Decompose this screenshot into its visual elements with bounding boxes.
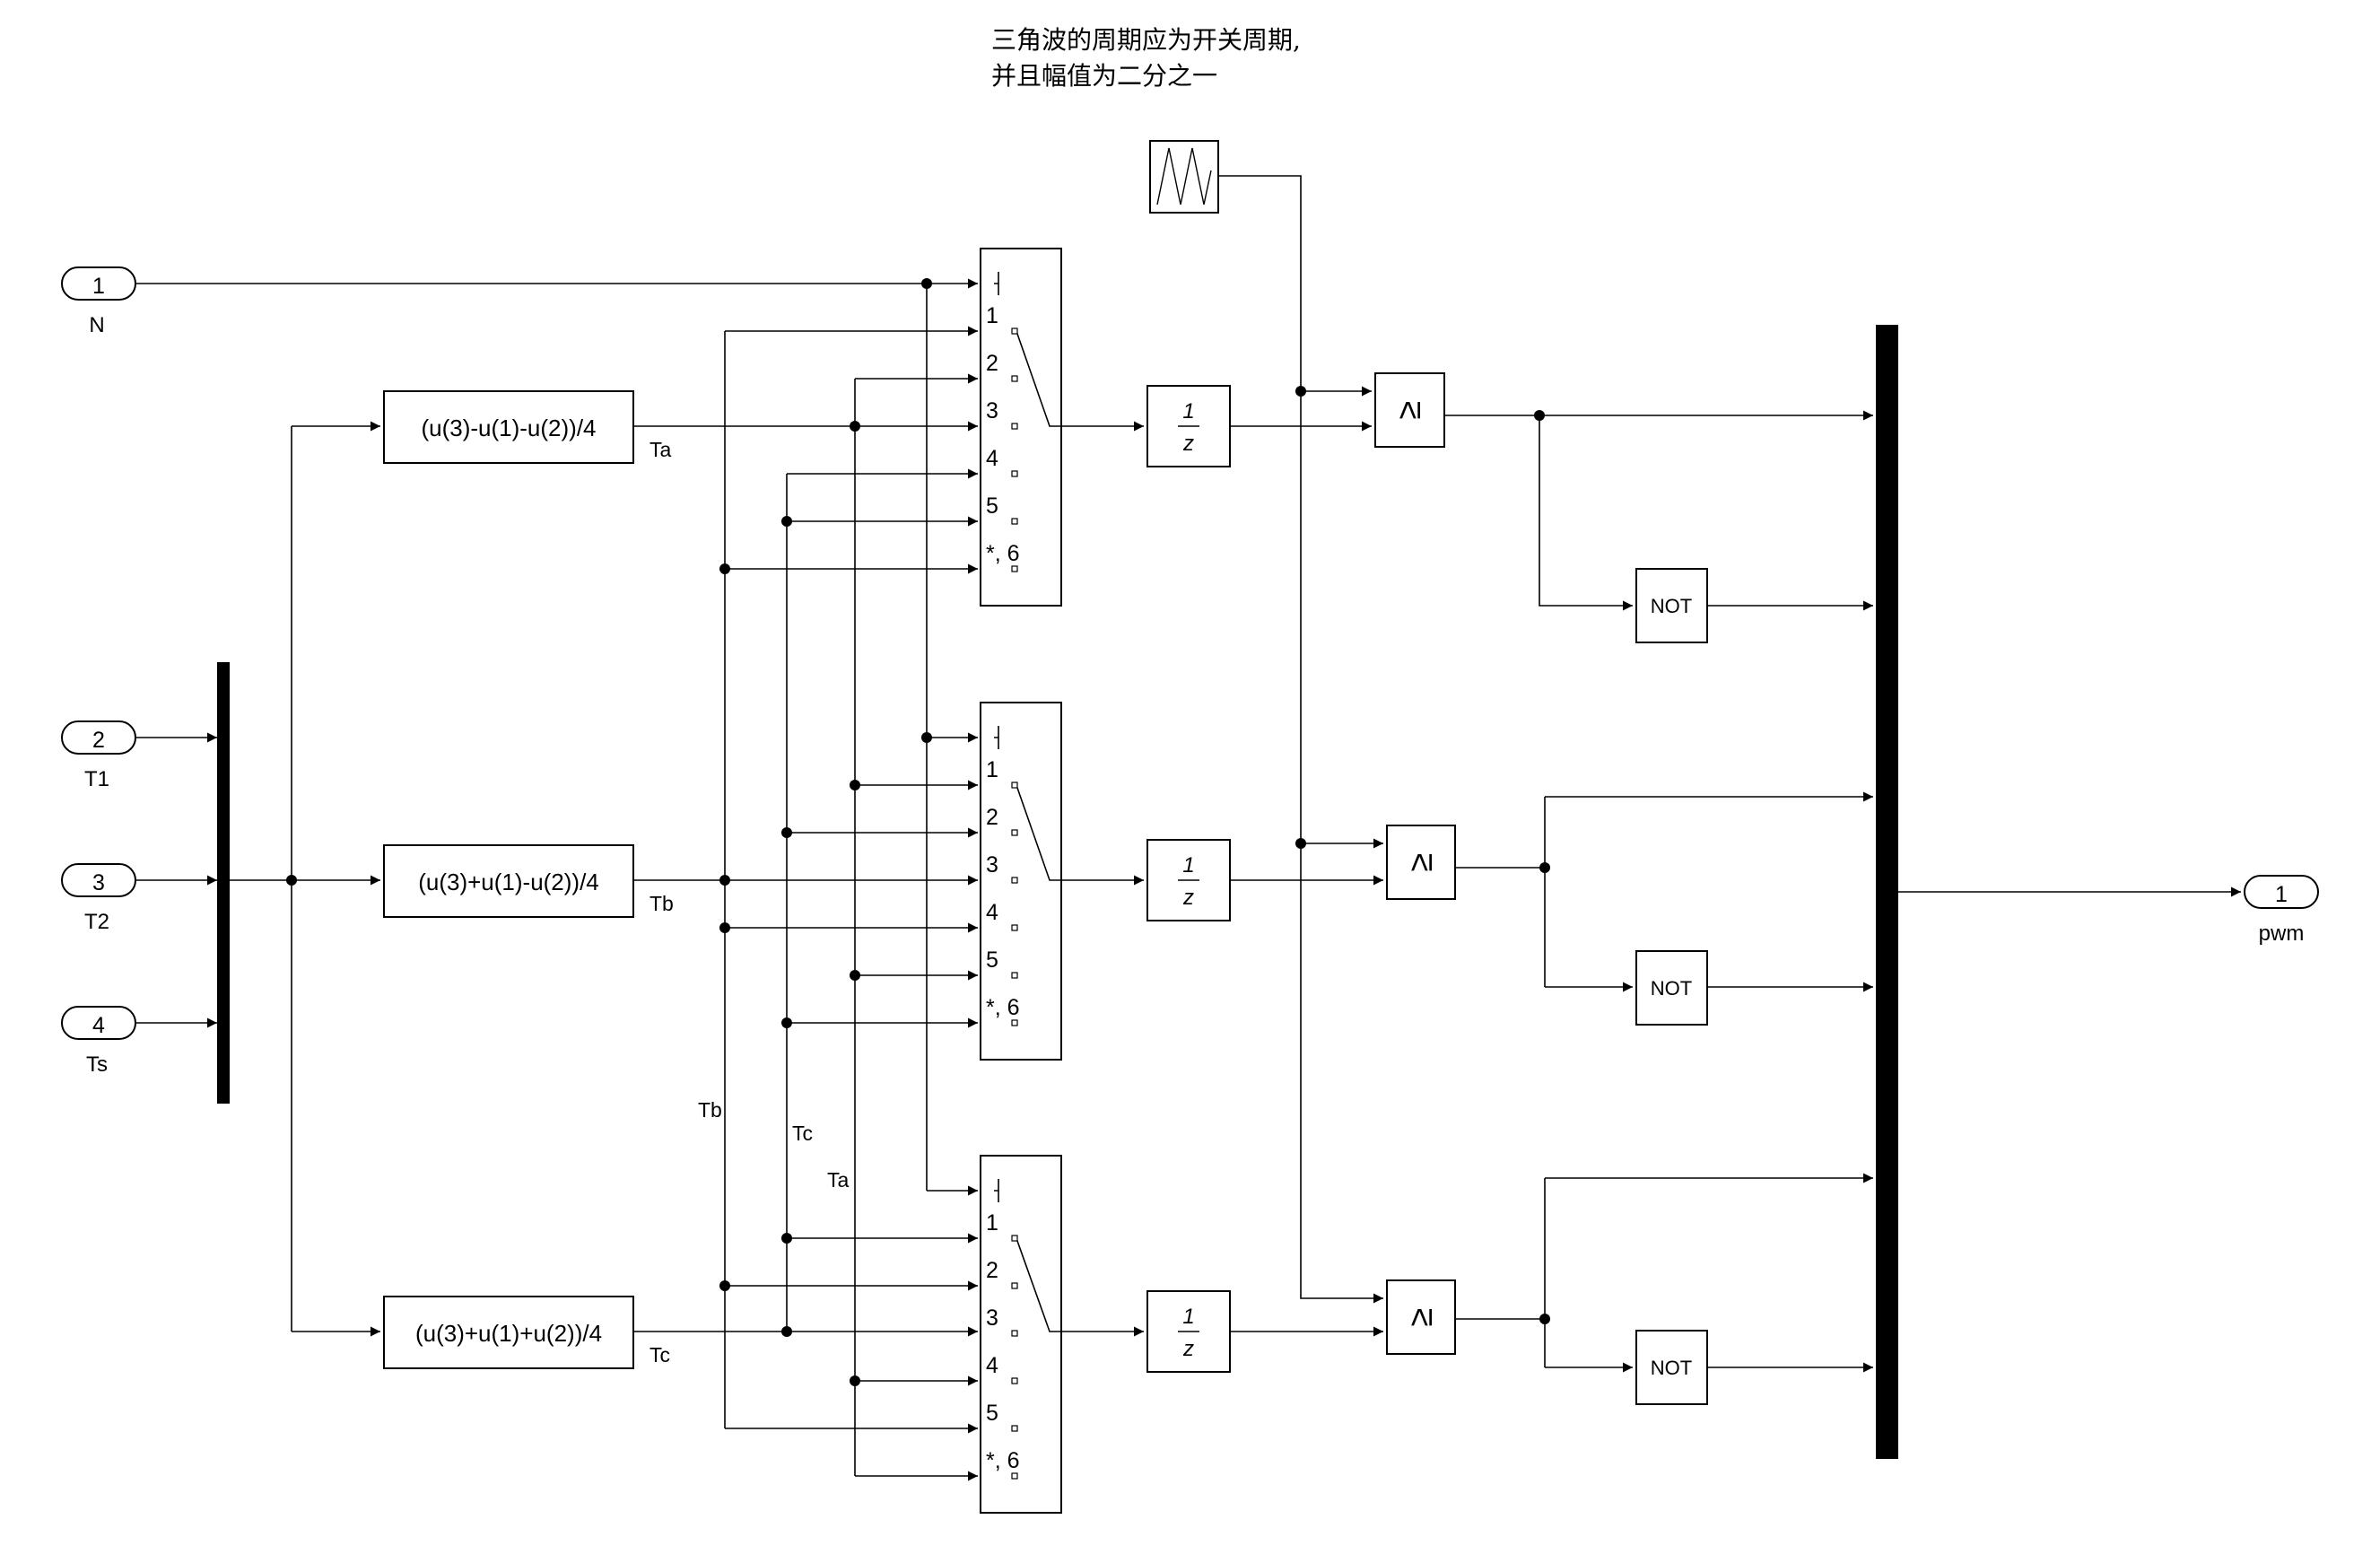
- inport-N-number: 1: [92, 274, 105, 299]
- multiport-switch-1[interactable]: 1 2 3 4 5 *, 6: [980, 248, 1062, 607]
- unit-delay-2[interactable]: 1 z: [1146, 839, 1231, 921]
- relational-operator-1[interactable]: ≥: [1374, 372, 1445, 448]
- outport-label: pwm: [2259, 921, 2305, 946]
- relational-operator-2[interactable]: ≥: [1386, 825, 1456, 900]
- bus-label-Ta: Ta: [827, 1168, 850, 1192]
- inport-Ts-label: Ts: [86, 1052, 108, 1077]
- switch2-port-5: 5: [986, 947, 998, 973]
- delay1-numerator: 1: [1182, 399, 1194, 423]
- fcn-Tb-signal-label: Tb: [649, 892, 674, 915]
- fcn-block-Tb[interactable]: (u(3)+u(1)-u(2))/4 Tb: [383, 844, 674, 918]
- bus-label-Tb: Tb: [698, 1098, 722, 1122]
- delay3-numerator: 1: [1182, 1305, 1194, 1329]
- switch1-port-1: 1: [986, 303, 998, 328]
- switch3-port-4: 4: [986, 1353, 998, 1378]
- switch2-port-4: 4: [986, 900, 998, 925]
- not3-label: NOT: [1651, 1357, 1692, 1379]
- unit-delay-3[interactable]: 1 z: [1146, 1290, 1231, 1373]
- inport-T2-label: T2: [84, 910, 109, 934]
- fcn-Tc-expression: (u(3)+u(1)+u(2))/4: [415, 1320, 602, 1347]
- junction-dots: [286, 278, 1550, 1386]
- switch1-port-5: 5: [986, 493, 998, 519]
- delay2-denominator: z: [1182, 886, 1194, 910]
- switch1-port-6: *, 6: [986, 541, 1020, 566]
- not1-label: NOT: [1651, 595, 1692, 617]
- inport-N-label: N: [89, 313, 104, 337]
- fcn-Ta-expression: (u(3)-u(1)-u(2))/4: [421, 415, 596, 441]
- triangle-wave-source[interactable]: [1149, 140, 1219, 214]
- multiport-switch-3[interactable]: 1 2 3 4 5 *, 6: [980, 1155, 1062, 1514]
- signal-wires: [136, 175, 2241, 1481]
- not-block-3[interactable]: NOT: [1635, 1330, 1708, 1405]
- relop1-symbol: ≥: [1391, 401, 1428, 420]
- unit-delay-1[interactable]: 1 z: [1146, 385, 1231, 467]
- switch3-port-1: 1: [986, 1210, 998, 1236]
- inport-T2[interactable]: 3 T2: [61, 863, 136, 934]
- outport-number: 1: [2275, 882, 2288, 907]
- switch3-port-6: *, 6: [986, 1448, 1020, 1473]
- switch1-port-3: 3: [986, 398, 998, 423]
- inport-T1-number: 2: [92, 728, 105, 753]
- annotation-line-1: 三角波的周期应为开关周期,: [991, 25, 1301, 55]
- fcn-block-Ta[interactable]: (u(3)-u(1)-u(2))/4 Ta: [383, 390, 672, 464]
- not-block-1[interactable]: NOT: [1635, 568, 1708, 643]
- switch3-port-5: 5: [986, 1401, 998, 1426]
- inport-Ts[interactable]: 4 Ts: [61, 1006, 136, 1077]
- relop3-symbol: ≥: [1402, 1308, 1440, 1327]
- switch2-port-2: 2: [986, 805, 998, 830]
- inport-T1-label: T1: [84, 767, 109, 791]
- switch3-port-3: 3: [986, 1305, 998, 1331]
- bus-label-Tc: Tc: [792, 1122, 813, 1145]
- inport-T1[interactable]: 2 T1: [61, 720, 136, 791]
- fcn-Ta-signal-label: Ta: [649, 438, 672, 461]
- delay2-numerator: 1: [1182, 853, 1194, 878]
- multiport-switch-2[interactable]: 1 2 3 4 5 *, 6: [980, 702, 1062, 1061]
- fcn-Tb-expression: (u(3)+u(1)-u(2))/4: [418, 869, 599, 895]
- mux-block[interactable]: [217, 662, 230, 1104]
- switch3-port-2: 2: [986, 1258, 998, 1283]
- output-mux-block[interactable]: [1876, 325, 1898, 1459]
- switch2-port-1: 1: [986, 757, 998, 782]
- delay1-denominator: z: [1182, 432, 1194, 456]
- not-block-2[interactable]: NOT: [1635, 950, 1708, 1026]
- switch1-port-2: 2: [986, 351, 998, 376]
- switch1-port-4: 4: [986, 446, 998, 471]
- annotation-note: 三角波的周期应为开关周期, 并且幅值为二分之一: [991, 25, 1301, 91]
- relop2-symbol: ≥: [1402, 853, 1440, 872]
- relational-operator-3[interactable]: ≥: [1386, 1279, 1456, 1355]
- inport-T2-number: 3: [92, 870, 105, 895]
- not2-label: NOT: [1651, 977, 1692, 1000]
- outport-pwm[interactable]: 1 pwm: [2244, 875, 2319, 946]
- switch2-port-6: *, 6: [986, 995, 1020, 1020]
- fcn-block-Tc[interactable]: (u(3)+u(1)+u(2))/4 Tc: [383, 1296, 670, 1369]
- switch2-port-3: 3: [986, 852, 998, 878]
- delay3-denominator: z: [1182, 1337, 1194, 1361]
- fcn-Tc-signal-label: Tc: [649, 1343, 670, 1367]
- inport-Ts-number: 4: [92, 1013, 105, 1038]
- inport-N[interactable]: 1 N: [61, 266, 136, 337]
- annotation-line-2: 并且幅值为二分之一: [991, 61, 1217, 91]
